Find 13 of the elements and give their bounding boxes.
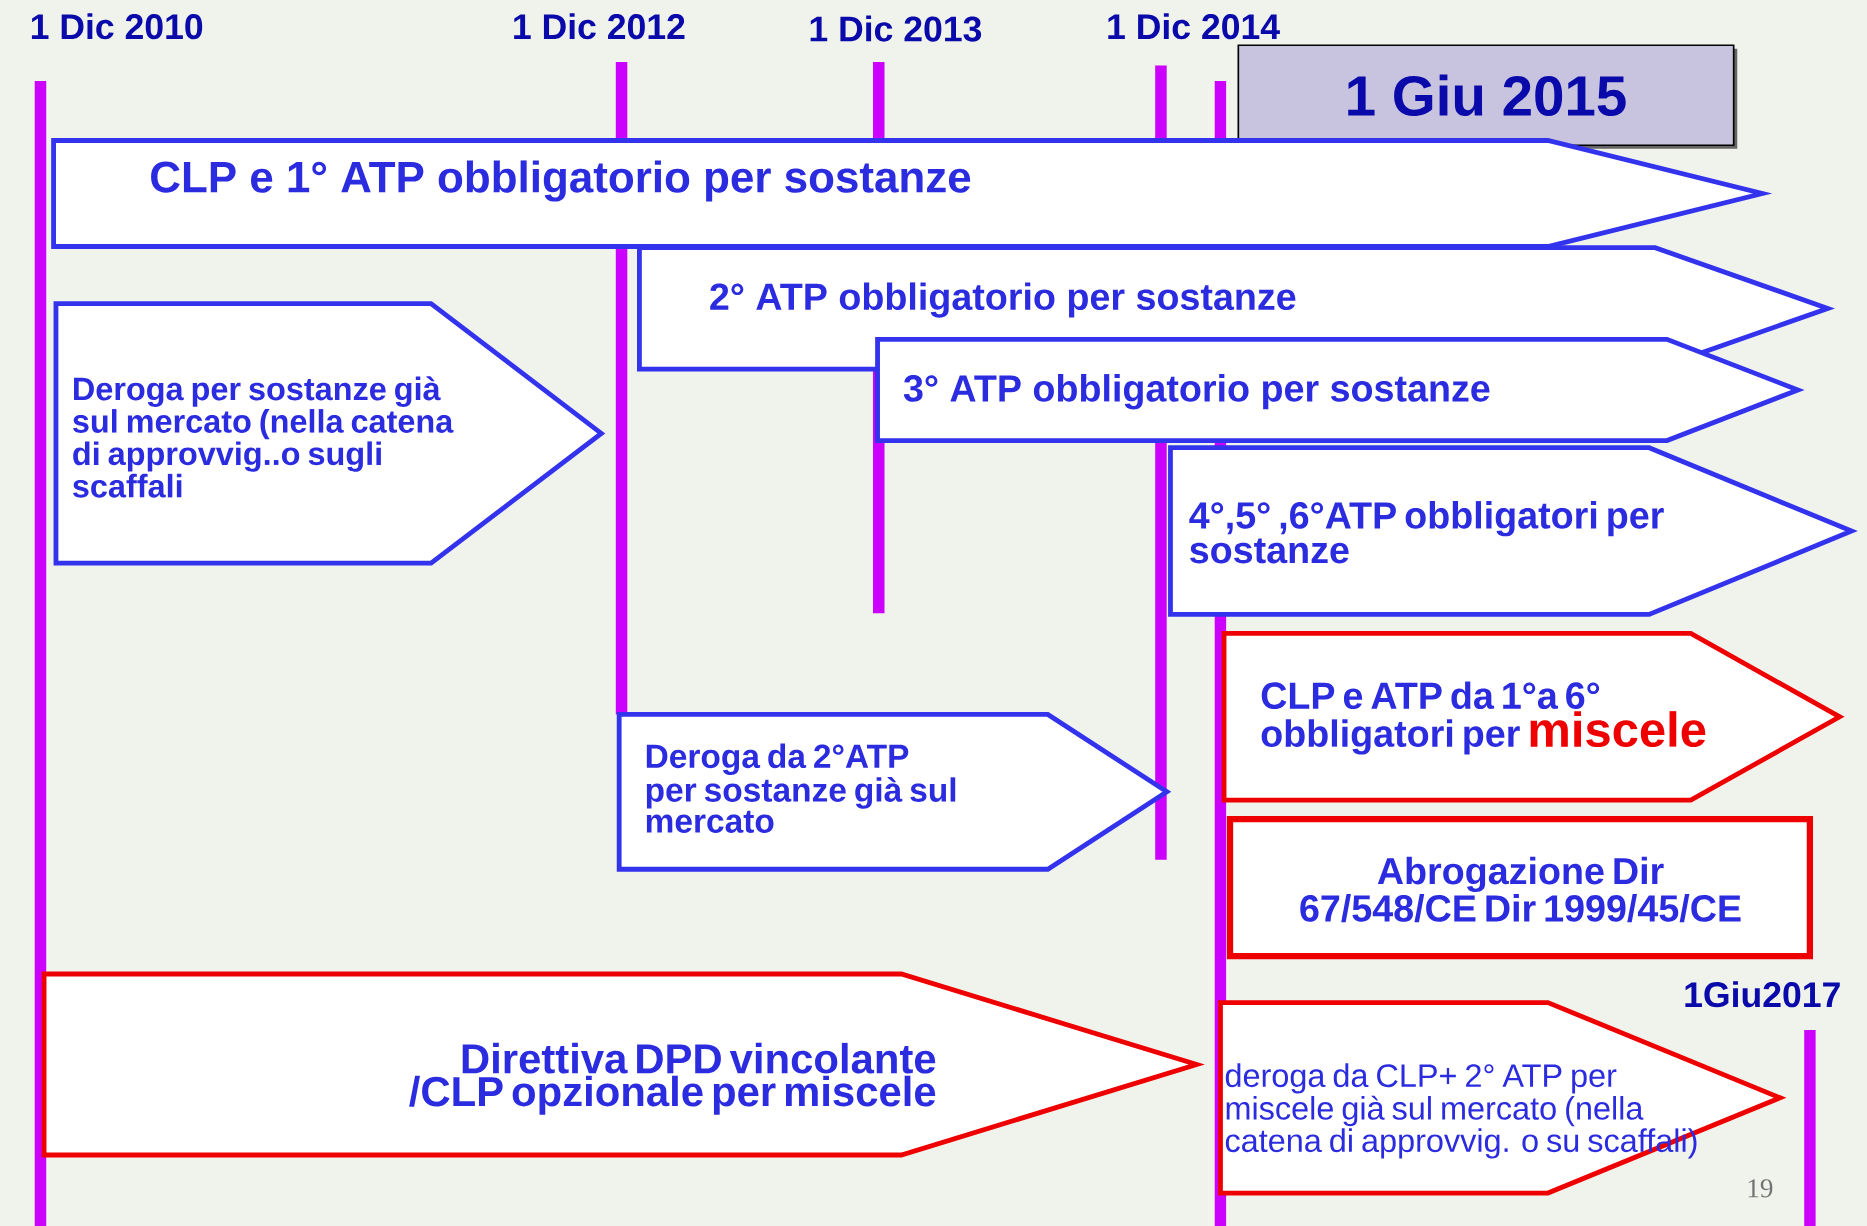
arrow-banner: 4°,5° ,6°ATP obbligatori per sostanze bbox=[1168, 445, 1858, 617]
date-label: 1 Dic 2010 bbox=[31, 12, 203, 40]
node-label: 2° ATP obbligatorio per sostanze bbox=[710, 282, 1296, 318]
page-number: 19 bbox=[1748, 1179, 1773, 1198]
date-label: 1 Dic 2012 bbox=[514, 12, 685, 40]
date-label: 1 Dic 2013 bbox=[810, 15, 982, 42]
date-label: 1 Dic 2014 bbox=[1108, 12, 1280, 40]
note-box: Abrogazione Dir 67/548/CE Dir 1999/45/CE bbox=[1226, 815, 1814, 960]
arrow-banner: CLP e ATP da 1°a 6° obbligatori per miscele bbox=[1221, 630, 1845, 803]
date-box: 1 Giu 2015 bbox=[1237, 44, 1738, 149]
arrow-banner: 3° ATP obbligatorio per sostanze bbox=[875, 336, 1805, 443]
arrow-banner: CLP e 1° ATP obbligatorio per sostanze bbox=[51, 137, 1773, 249]
arrow-banner: Deroga per sostanze già sul mercato (nella catena di approvvig..o sugli scaffali bbox=[53, 301, 606, 566]
